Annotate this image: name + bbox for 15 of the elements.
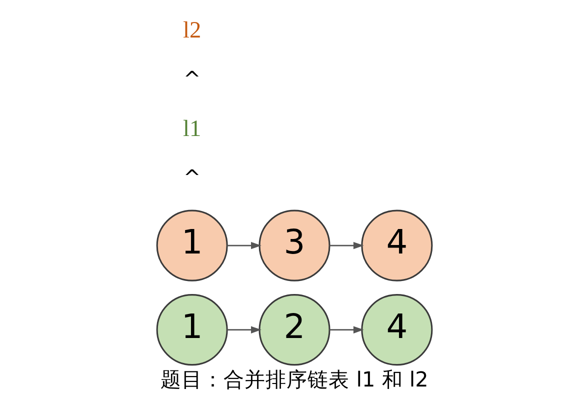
arrow (226, 326, 261, 334)
label: l2 (182, 17, 201, 44)
node-circle: 1 (156, 210, 228, 282)
label: l1 (182, 116, 201, 142)
caption: 题目：合并排序链表 l1 和 l2 (160, 368, 428, 392)
node-circle: 4 (360, 294, 432, 366)
arrow (329, 326, 364, 334)
node-circle: 2 (258, 294, 330, 366)
label: ^ (182, 66, 200, 91)
node-circle: 4 (360, 210, 432, 282)
label: ^ (182, 165, 200, 190)
node-circle: 3 (258, 210, 330, 282)
node-circle: 1 (156, 294, 228, 366)
arrow (329, 242, 364, 250)
arrow (226, 242, 261, 250)
